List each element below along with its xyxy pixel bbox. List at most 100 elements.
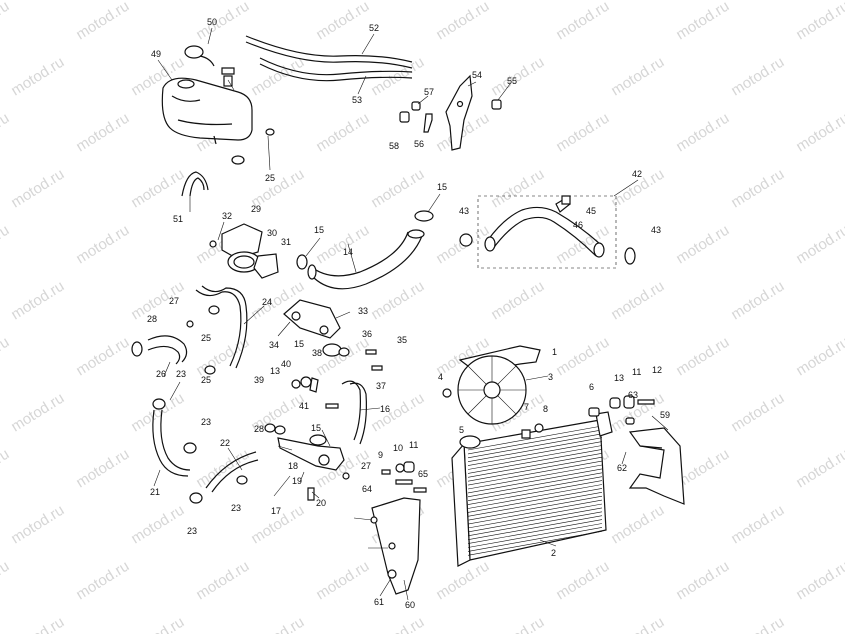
callout-49: 52	[369, 23, 379, 33]
callout-48: 51	[173, 214, 183, 224]
watermark-text: motod.ru	[8, 390, 67, 436]
leader-lines	[153, 27, 669, 601]
watermark-text: motod.ru	[728, 54, 787, 100]
callout-34: 34	[269, 340, 279, 350]
callout-19: 19	[292, 476, 302, 486]
watermark-text: motod.ru	[8, 166, 67, 212]
callout-8: 8	[543, 404, 548, 414]
callout-51: 55	[507, 76, 517, 86]
radiator-fin	[467, 492, 603, 517]
watermark-text: motod.ru	[728, 166, 787, 212]
radiator-fin	[467, 441, 603, 466]
watermark-text: motod.ru	[0, 558, 12, 604]
callout-45: 46	[573, 220, 583, 230]
radiator-fin	[467, 445, 603, 470]
callout-42: 42	[632, 169, 642, 179]
callout-27: 27	[169, 296, 179, 306]
callout-43: 43	[651, 225, 661, 235]
callout-36: 36	[362, 329, 372, 339]
upper-hose-group	[459, 195, 636, 269]
watermark-text: motod.ru	[488, 54, 547, 100]
callout-12: 12	[652, 365, 662, 375]
watermark-text: motod.ru	[73, 222, 132, 268]
callout-4: 4	[438, 372, 443, 382]
watermark-text: motod.ru	[193, 558, 252, 604]
radiator-fin	[467, 503, 603, 529]
callout-23: 23	[201, 417, 211, 427]
watermark-text: motod.ru	[488, 166, 547, 212]
callout-38: 38	[312, 348, 322, 358]
watermark-text: motod.ru	[0, 110, 12, 156]
main-hose-14	[307, 229, 425, 290]
radiator-fin	[467, 495, 603, 521]
callout-13: 13	[614, 373, 624, 383]
callout-59: 63	[628, 390, 638, 400]
watermark-text: motod.ru	[728, 614, 787, 634]
radiator-fin	[467, 499, 603, 525]
watermark-text: motod.ru	[728, 278, 787, 324]
callout-33: 33	[358, 306, 368, 316]
watermark-text: motod.ru	[793, 334, 845, 380]
callout-15: 15	[314, 225, 324, 235]
hose-24	[195, 285, 248, 369]
callout-21: 21	[150, 487, 160, 497]
radiator-fin	[467, 484, 603, 509]
watermark-text: motod.ru	[793, 446, 845, 492]
watermark-text: motod.ru	[0, 0, 12, 43]
hose-21	[152, 398, 203, 504]
hose-16	[341, 380, 367, 445]
callout-28: 28	[254, 424, 264, 434]
radiator-fin	[467, 515, 603, 540]
watermark-text: motod.ru	[193, 0, 252, 43]
watermark-text: motod.ru	[73, 334, 132, 380]
callout-26: 26	[156, 369, 166, 379]
radiator-fin	[467, 531, 603, 556]
radiator-fin	[467, 476, 603, 501]
radiator-fin	[467, 523, 603, 548]
watermark-text: motod.ru	[73, 446, 132, 492]
callout-56: 60	[405, 600, 415, 610]
watermark-text: motod.ru	[608, 502, 667, 548]
callout-58: 62	[617, 463, 627, 473]
radiator-fin	[467, 425, 603, 451]
watermark-text: motod.ru	[793, 110, 845, 156]
watermark-text: motod.ru	[313, 558, 372, 604]
callout-17: 17	[271, 506, 281, 516]
callout-20: 20	[316, 498, 326, 508]
callout-40: 40	[281, 359, 291, 369]
radiator-fin	[467, 433, 603, 459]
callout-52: 56	[414, 139, 424, 149]
radiator-fin	[467, 472, 603, 498]
callout-15: 15	[437, 182, 447, 192]
callout-7: 7	[524, 402, 529, 412]
watermark-text: motod.ru	[608, 614, 667, 634]
watermark-text: motod.ru	[793, 0, 845, 43]
callout-41: 41	[299, 401, 309, 411]
callout-23: 23	[187, 526, 197, 536]
watermark-text: motod.ru	[553, 558, 612, 604]
watermark-text: motod.ru	[248, 614, 307, 634]
watermark-text: motod.ru	[673, 110, 732, 156]
watermark-text: motod.ru	[313, 0, 372, 43]
callout-10: 10	[393, 443, 403, 453]
radiator-fin	[467, 507, 603, 533]
hose-clamp	[204, 305, 220, 375]
callout-29: 29	[251, 204, 261, 214]
overflow-hoses	[245, 35, 413, 82]
callout-25: 25	[265, 173, 275, 183]
watermark-text: motod.ru	[368, 390, 427, 436]
radiator	[451, 411, 613, 567]
expansion-tank	[161, 77, 253, 145]
right-radiator-shroud	[628, 427, 685, 505]
watermark-text: motod.ru	[553, 110, 612, 156]
watermark-text: motod.ru	[73, 0, 132, 43]
callout-57: 61	[374, 597, 384, 607]
watermark-text: motod.ru	[0, 222, 12, 268]
watermark-text: motod.ru	[608, 278, 667, 324]
watermark-text: motod.ru	[128, 390, 187, 436]
callout-23: 23	[231, 503, 241, 513]
callout-31: 31	[281, 237, 291, 247]
radiator-fin	[467, 437, 603, 462]
watermark-text: motod.ru	[8, 278, 67, 324]
